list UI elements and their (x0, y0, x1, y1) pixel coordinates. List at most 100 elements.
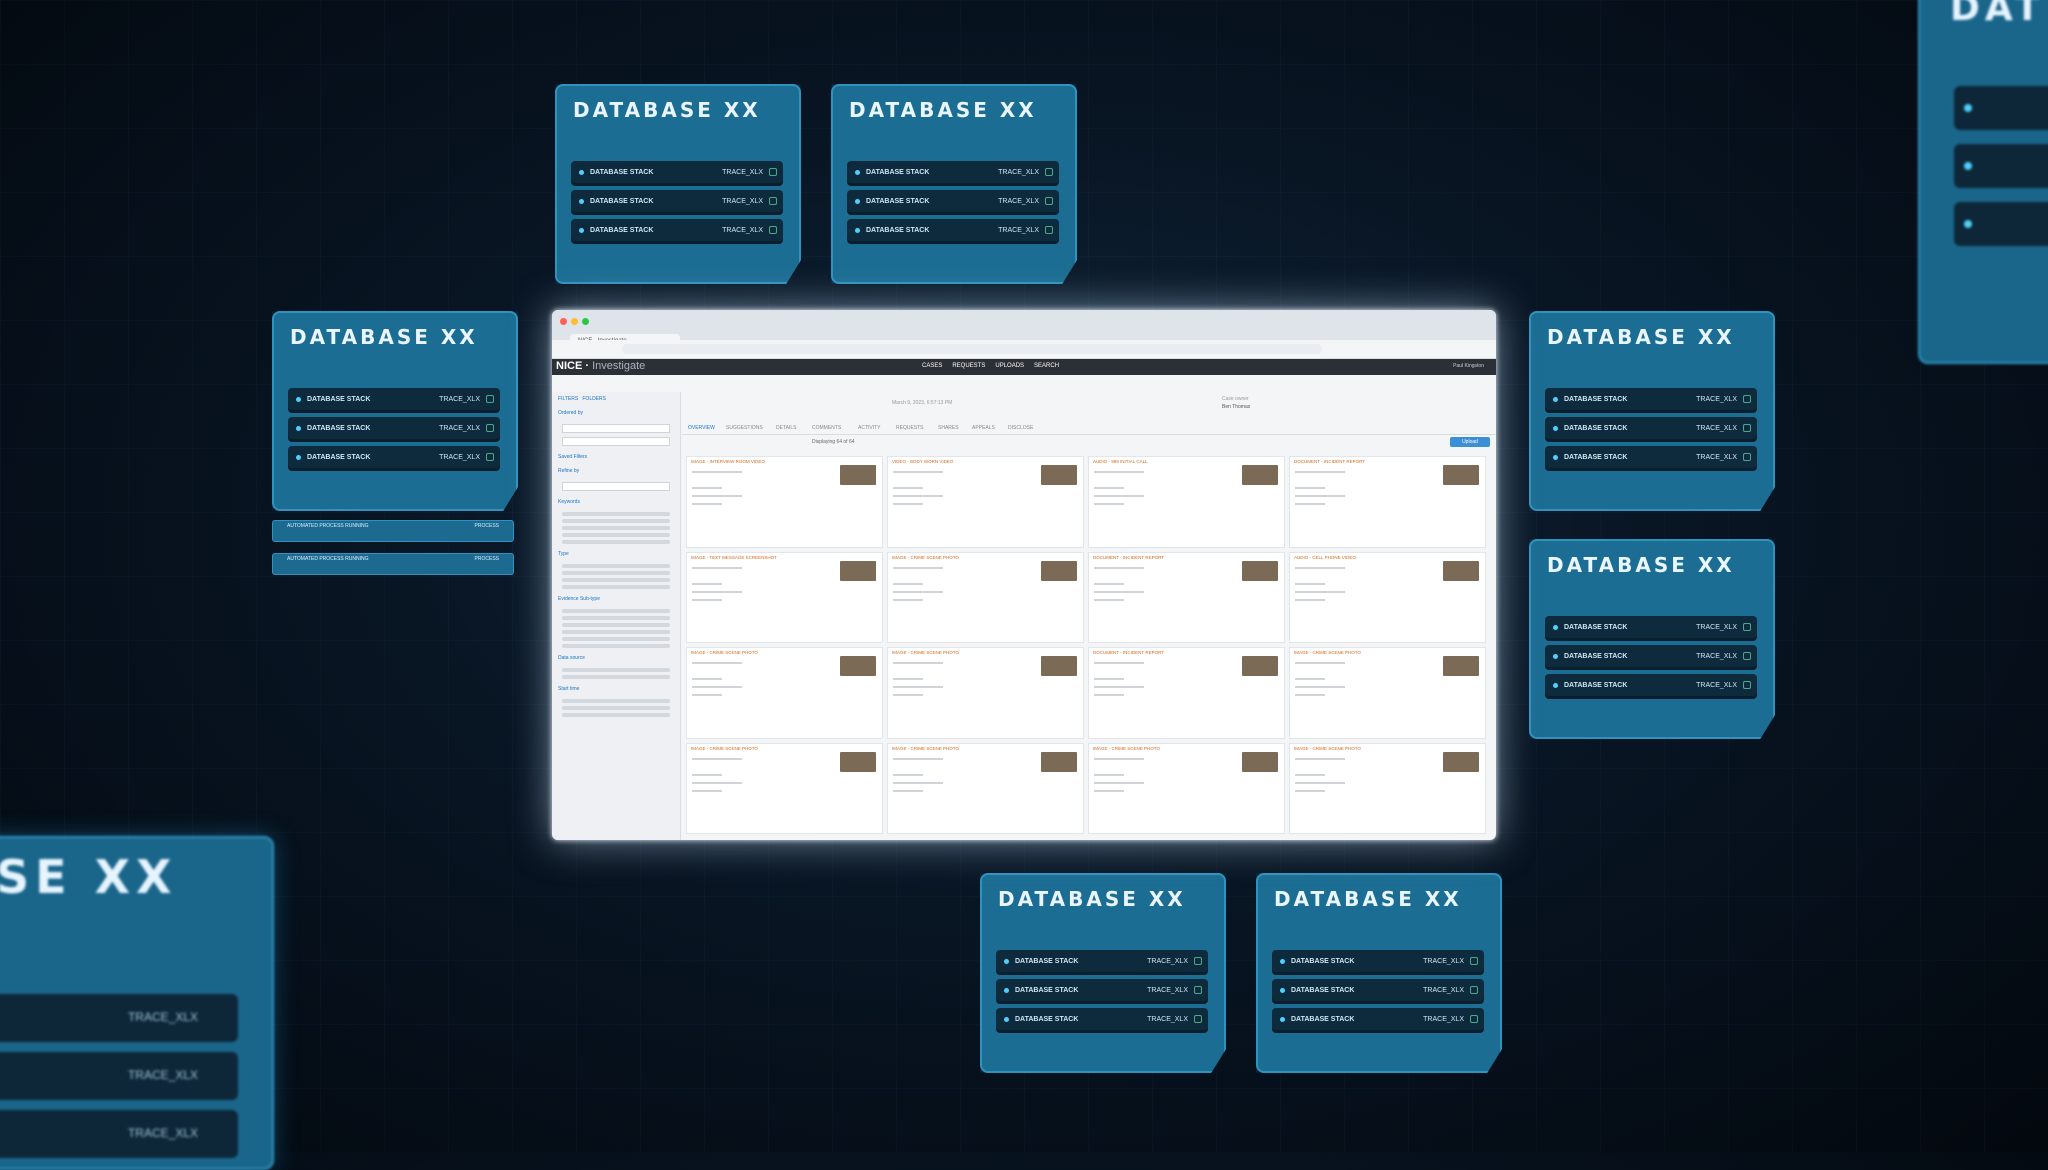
status-dot-icon (579, 227, 584, 233)
row-label: DATABASE STACK (1015, 957, 1079, 965)
evidence-meta-line (692, 503, 722, 505)
database-row (1954, 144, 2048, 188)
evidence-tile[interactable]: DOCUMENT - INCIDENT REPORT (1289, 456, 1486, 548)
sidebar-heading: Data source (558, 655, 585, 661)
evidence-meta-line (893, 598, 923, 601)
evidence-tile[interactable]: IMAGE - CRIME SCENE PHOTO (887, 647, 1084, 739)
tab-details[interactable]: DETAILS (776, 425, 797, 431)
case-owner-label: Case owner (1222, 396, 1249, 402)
tab-shares[interactable]: SHARES (938, 425, 959, 431)
tab-folders[interactable]: FOLDERS (582, 396, 606, 402)
row-label: DATABASE STACK (590, 168, 654, 176)
nav-uploads[interactable]: UPLOADS (995, 363, 1025, 369)
evidence-tile[interactable]: IMAGE - CRIME SCENE PHOTO (887, 551, 1084, 643)
info-icon (1743, 623, 1751, 631)
tab-disclose[interactable]: DISCLOSE (1008, 425, 1034, 431)
evidence-meta-line (1094, 789, 1124, 792)
evidence-meta-line (893, 789, 923, 792)
info-icon (1045, 168, 1053, 176)
tab-overview[interactable]: OVERVIEW (688, 425, 715, 431)
evidence-tile[interactable]: VIDEO - BODY WORN VIDEO (887, 456, 1084, 548)
row-label: DATABASE STACK (307, 395, 371, 403)
evidence-thumbnail (1443, 465, 1479, 485)
upload-button[interactable]: Upload (1450, 437, 1490, 447)
evidence-tile-title: IMAGE - CRIME SCENE PHOTO (892, 650, 959, 655)
evidence-tile[interactable]: AUDIO - 999 INITIAL CALL (1088, 456, 1285, 548)
close-window-icon[interactable] (560, 318, 567, 325)
row-value: TRACE_XLX (722, 168, 763, 176)
evidence-meta-line (1295, 487, 1325, 489)
row-label: DATABASE STACK (1015, 1015, 1079, 1023)
evidence-tile[interactable]: IMAGE - CRIME SCENE PHOTO (1289, 742, 1486, 834)
tab-comments[interactable]: COMMENTS (812, 425, 842, 431)
evidence-tile[interactable]: AUDIO - CELL PHONE VIDEO (1289, 551, 1486, 643)
evidence-meta-line (893, 471, 943, 473)
row-label: DATABASE STACK (590, 197, 654, 205)
tab-requests[interactable]: REQUESTS (896, 425, 924, 431)
row-value: TRACE_XLX (1696, 652, 1737, 660)
maximize-window-icon[interactable] (582, 318, 589, 325)
nav-search[interactable]: SEARCH (1034, 363, 1060, 369)
evidence-tile[interactable]: DOCUMENT - INCIDENT REPORT (1088, 551, 1285, 643)
minimize-window-icon[interactable] (571, 318, 578, 325)
evidence-thumbnail (1242, 751, 1278, 772)
tab-suggestions[interactable]: SUGGESTIONS (726, 425, 763, 431)
row-label: DATABASE STACK (1291, 986, 1355, 994)
tab-activity[interactable]: ACTIVITY (858, 425, 881, 431)
tab-filters[interactable]: FILTERS (558, 396, 579, 402)
info-icon (1194, 957, 1202, 965)
name-select[interactable] (562, 437, 670, 446)
process-bar-value: PROCESS (474, 523, 499, 529)
evidence-tile[interactable]: IMAGE - CRIME SCENE PHOTO (1289, 647, 1486, 739)
evidence-meta-line (1094, 686, 1144, 688)
user-menu[interactable]: Paul Kingston (1453, 363, 1484, 369)
sidebar-heading: Ordered by (558, 410, 584, 416)
status-dot-icon (1964, 104, 1972, 112)
evidence-tile[interactable]: IMAGE - CRIME SCENE PHOTO (1088, 742, 1285, 834)
evidence-tile[interactable]: IMAGE - INTERVIEW ROOM VIDEO (686, 456, 883, 548)
evidence-tile[interactable]: IMAGE - CRIME SCENE PHOTO (686, 647, 883, 739)
status-dot-icon (1553, 624, 1558, 630)
url-field[interactable] (622, 344, 1322, 354)
displaying-count: Displaying 64 of 64 (812, 439, 855, 445)
order-select[interactable] (562, 424, 670, 433)
evidence-tile[interactable]: IMAGE - CRIME SCENE PHOTO (686, 742, 883, 834)
nav-requests[interactable]: REQUESTS (952, 363, 986, 369)
main-nav: CASES REQUESTS UPLOADS SEARCH (922, 363, 1059, 369)
row-value: TRACE_XLX (722, 197, 763, 205)
evidence-meta-line (692, 590, 742, 593)
info-icon (1743, 453, 1751, 461)
database-card-title: DATABASE XX (1547, 325, 1735, 349)
evidence-meta-line (692, 678, 722, 680)
evidence-tile-title: AUDIO - CELL PHONE VIDEO (1294, 554, 1356, 560)
evidence-meta-line (1295, 694, 1325, 696)
filter-sidebar: FILTERS FOLDERS Ordered by Saved Filters… (552, 392, 681, 840)
row-label: DATABASE STACK (590, 226, 654, 234)
evidence-meta-line (1295, 757, 1345, 760)
refine-input[interactable] (562, 482, 670, 491)
evidence-meta-line (893, 686, 943, 688)
evidence-thumbnail (1242, 560, 1278, 581)
evidence-meta-line (893, 590, 943, 593)
evidence-tile[interactable]: IMAGE - CRIME SCENE PHOTO (887, 742, 1084, 834)
row-label: DATABASE STACK (1564, 424, 1628, 432)
evidence-meta-line (1094, 662, 1144, 664)
database-row: DATABASE STACK TRACE_XLX (571, 161, 783, 183)
nav-cases[interactable]: CASES (922, 363, 943, 369)
evidence-tile[interactable]: IMAGE - TEXT MESSAGE SCREENSHOT (686, 551, 883, 643)
evidence-tile[interactable]: DOCUMENT - INCIDENT REPORT (1088, 647, 1285, 739)
evidence-toolbar: Displaying 64 of 64 Upload (682, 435, 1496, 449)
tab-appeals[interactable]: APPEALS (972, 425, 995, 431)
evidence-meta-line (1094, 471, 1144, 473)
row-value: TRACE_XLX (1696, 623, 1737, 631)
info-icon (1470, 957, 1478, 965)
